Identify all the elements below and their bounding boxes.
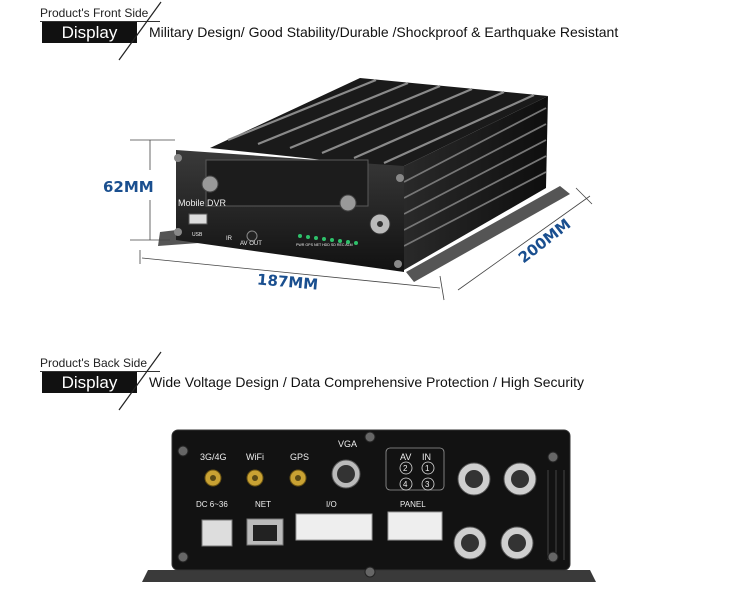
port-panel-label: PANEL bbox=[400, 500, 426, 509]
back-headline: Wide Voltage Design / Data Comprehensive… bbox=[149, 374, 584, 390]
port-vga-label: VGA bbox=[338, 439, 357, 449]
front-headline: Military Design/ Good Stability/Durable … bbox=[149, 24, 619, 40]
dim-height-label: 62MM bbox=[103, 178, 154, 196]
port-dc-label: DC 6~36 bbox=[196, 500, 228, 509]
device-brand-label: Mobile DVR bbox=[178, 198, 227, 208]
led-labels: PWR GPS NET HDD SD REC ALM bbox=[296, 243, 353, 247]
channel-1-label: 1 bbox=[425, 464, 430, 473]
port-wifi-label: WiFi bbox=[246, 452, 264, 462]
port-net-label: NET bbox=[255, 500, 271, 509]
front-small-label: Product's Front Side bbox=[40, 6, 149, 20]
back-display-badge: Display bbox=[42, 372, 137, 393]
port-in-label: IN bbox=[422, 452, 431, 462]
back-small-label: Product's Back Side bbox=[40, 356, 148, 370]
channel-3-label: 3 bbox=[425, 480, 430, 489]
back-slash-decoration bbox=[118, 351, 162, 411]
usb-label: USB bbox=[192, 232, 203, 238]
front-product-image: Mobile DVR USB IR AV OUT PWR GPS NET HDD… bbox=[130, 78, 593, 301]
channel-4-label: 4 bbox=[403, 480, 408, 489]
front-header: Product's Front Side Display Military De… bbox=[0, 0, 750, 61]
av-out-label: AV OUT bbox=[240, 241, 262, 247]
port-io-label: I/O bbox=[326, 500, 337, 509]
port-3g4g-label: 3G/4G bbox=[200, 452, 227, 462]
channel-2-label: 2 bbox=[403, 464, 408, 473]
port-av-label: AV bbox=[400, 452, 411, 462]
back-header-rule bbox=[40, 371, 160, 372]
front-display-badge: Display bbox=[42, 22, 137, 43]
front-slash-decoration bbox=[118, 1, 162, 61]
ir-label: IR bbox=[226, 236, 233, 242]
port-gps-label: GPS bbox=[290, 452, 309, 462]
back-header: Product's Back Side Display Wide Voltage… bbox=[0, 350, 750, 411]
front-header-rule bbox=[40, 21, 160, 22]
